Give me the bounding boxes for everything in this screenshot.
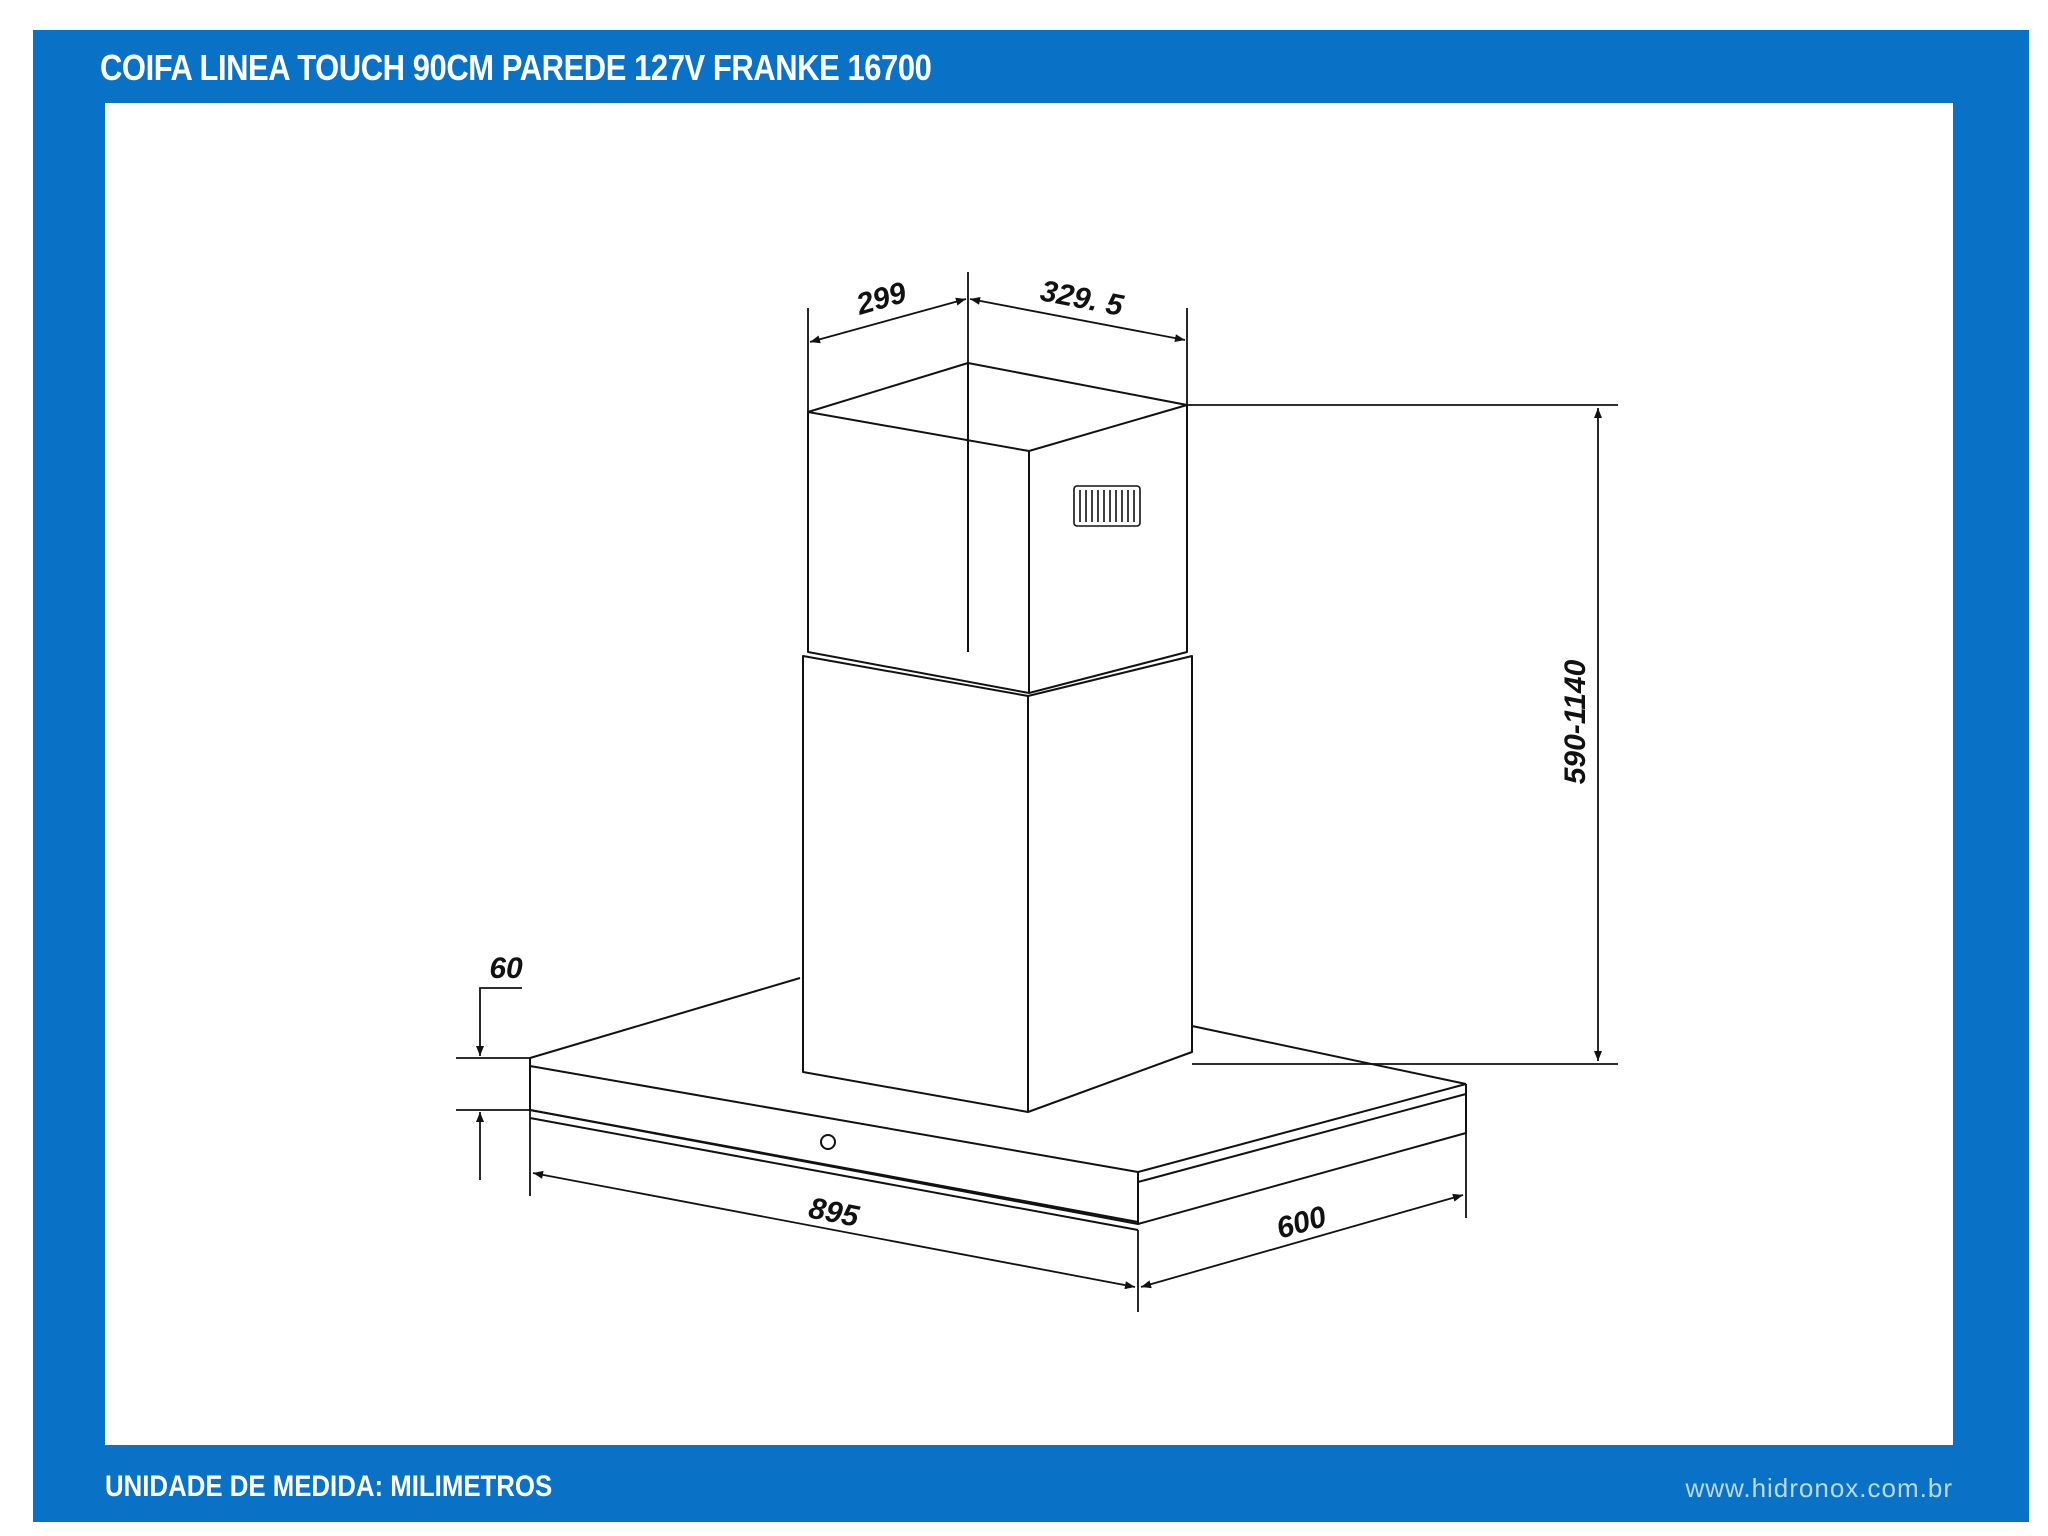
- dim-canopy-thickness: 60: [489, 952, 523, 985]
- dim-chimney-depth: 299: [852, 276, 910, 322]
- lower-chimney: [802, 655, 1193, 1113]
- website-link[interactable]: www.hidronox.com.br: [1685, 1473, 1953, 1503]
- upper-chimney: [807, 362, 1188, 694]
- unit-label: UNIDADE DE MEDIDA: MILIMETROS: [105, 1470, 553, 1503]
- canopy: [529, 977, 1467, 1231]
- dim-canopy-depth: 600: [1273, 1200, 1331, 1246]
- touch-control-icon: [820, 1134, 836, 1150]
- page-title: COIFA LINEA TOUCH 90CM PAREDE 127V FRANK…: [100, 47, 932, 88]
- dim-chimney-height: 590-1140: [1559, 659, 1592, 784]
- dim-canopy-width: 895: [806, 1192, 863, 1234]
- vent-grille-icon: [1073, 485, 1141, 527]
- dim-chimney-width: 329. 5: [1038, 275, 1127, 324]
